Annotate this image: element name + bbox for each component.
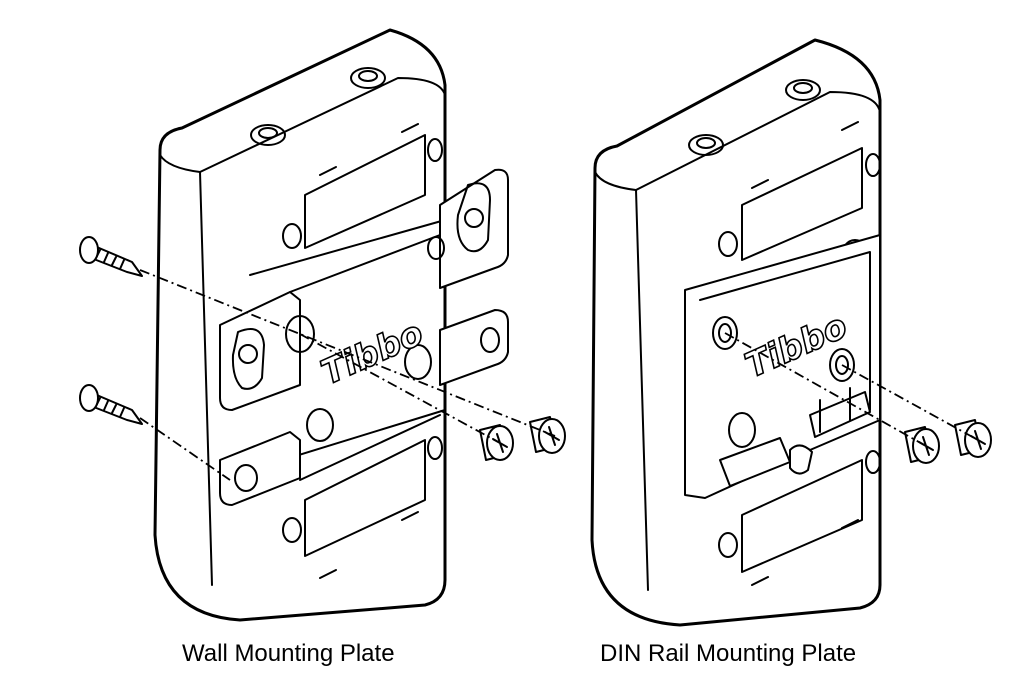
din-rail-mount-assembly: Tibbo [590,38,992,627]
wall-mounting-plate: Tibbo [219,168,509,506]
din-rail-mounting-plate-caption: DIN Rail Mounting Plate [600,640,857,667]
wood-screw-upper [79,236,143,277]
wood-screw-lower [79,384,143,425]
machine-screw-right-b [954,419,992,458]
din-mounting-plate: Tibbo [684,234,881,499]
machine-screw-left-a [479,424,514,461]
wall-mount-assembly: Tibbo [79,28,566,622]
machine-screw-left-b [529,416,566,454]
wall-mounting-plate-caption: Wall Mounting Plate [182,640,395,667]
machine-screw-right-a [904,426,940,464]
